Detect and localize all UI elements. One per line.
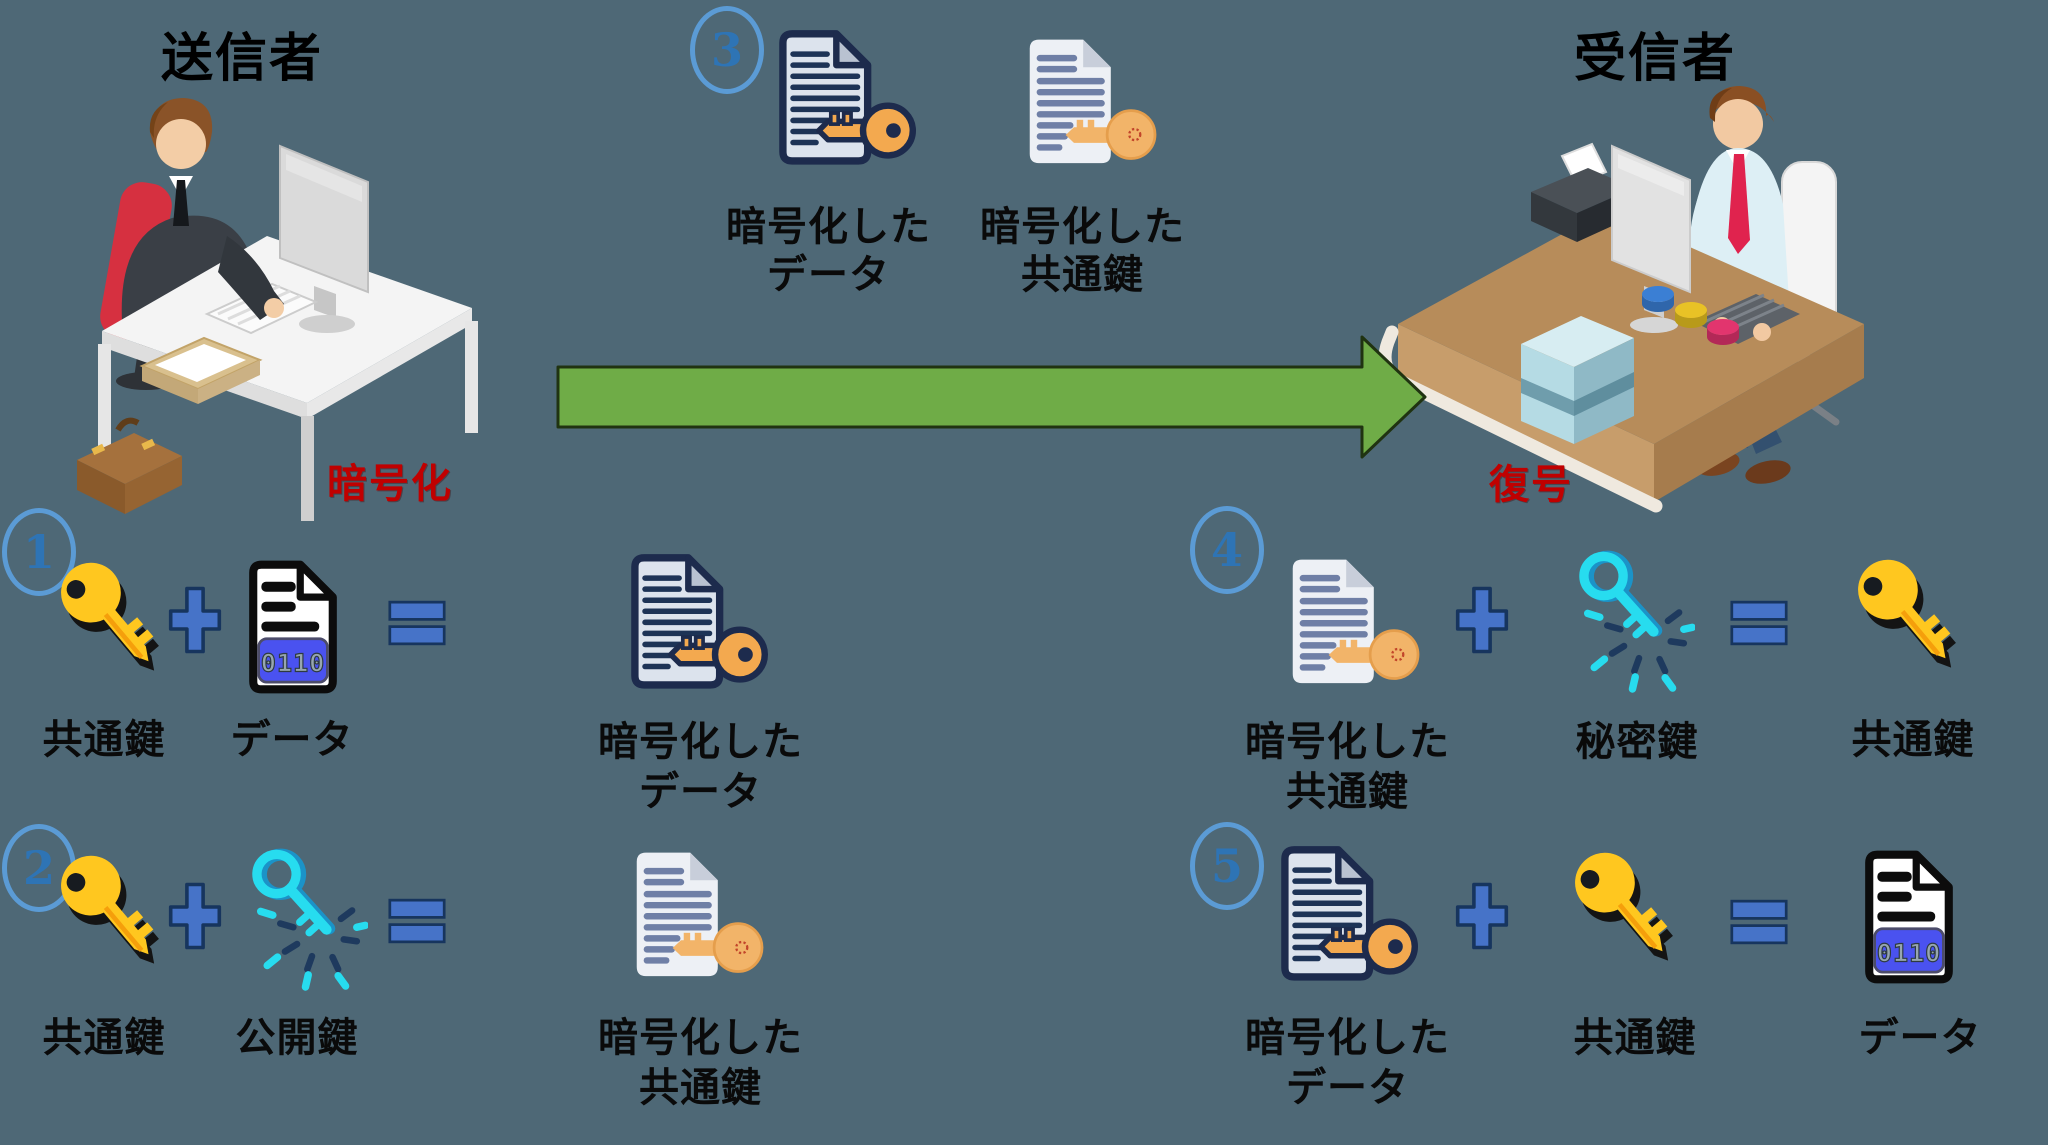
- flow-arrow-icon: [556, 334, 1428, 460]
- encrypted-data-document-icon: [770, 28, 922, 176]
- desk-buttons: [1642, 286, 1739, 345]
- eq1-a-label: 共通鍵: [42, 717, 166, 763]
- eq1-b-label: データ: [230, 717, 354, 763]
- paper-tray: [139, 336, 263, 404]
- typing-arm: [218, 236, 284, 320]
- step-3-badge: 3: [690, 6, 764, 94]
- step-number: 5: [1210, 839, 1243, 893]
- sender-illustration: [77, 98, 478, 521]
- equals-icon: [1730, 897, 1788, 947]
- yellow-key-icon: [1562, 845, 1674, 995]
- yellow-key-icon: [1845, 552, 1957, 702]
- transfer-data-label-line2: データ: [767, 252, 890, 298]
- step-number: 4: [1210, 523, 1243, 577]
- eq2-b-label: 公開鍵: [235, 1015, 359, 1061]
- yellow-key-icon: [48, 848, 160, 998]
- eq1-result-line2: データ: [639, 769, 762, 815]
- yellow-key-icon: [48, 555, 160, 705]
- cyan-key-icon: [1555, 540, 1695, 698]
- step-5-badge: 5: [1190, 822, 1264, 910]
- eq2-result-line1: 暗号化した: [598, 1015, 803, 1061]
- equals-icon: [388, 598, 446, 648]
- sender-title: 送信者: [160, 29, 323, 89]
- encrypted-data-document-icon: [622, 552, 774, 700]
- eq2-result-line2: 共通鍵: [639, 1065, 762, 1111]
- encrypted-data-document-icon: [1272, 844, 1424, 992]
- eq2-a-label: 共通鍵: [42, 1015, 166, 1061]
- cyan-key-icon: [228, 838, 368, 996]
- monitor: [1611, 144, 1691, 333]
- encrypted-key-document-icon: [622, 845, 774, 993]
- step-1-badge: 1: [2, 508, 76, 596]
- briefcase: [77, 417, 182, 514]
- data-document-icon: [1862, 846, 1956, 988]
- data-document-icon: [246, 556, 340, 698]
- plus-icon: [168, 880, 222, 952]
- eq4-result-label: 共通鍵: [1851, 717, 1975, 763]
- receiver-illustration: [1378, 86, 1864, 513]
- eq4-a-line1: 暗号化した: [1245, 719, 1450, 765]
- eq5-a-line2: データ: [1286, 1065, 1409, 1111]
- encrypted-key-document-icon: [1278, 552, 1430, 700]
- eq4-a-line2: 共通鍵: [1286, 769, 1409, 815]
- eq4-b-label: 秘密鍵: [1575, 719, 1699, 765]
- receiver-title: 受信者: [1573, 29, 1736, 89]
- decrypt-label: 復号: [1489, 462, 1573, 508]
- step-4-badge: 4: [1190, 506, 1264, 594]
- step-number: 1: [22, 525, 55, 579]
- plus-icon: [168, 584, 222, 656]
- transfer-data-label-line1: 暗号化した: [726, 204, 931, 250]
- encrypted-key-document-icon: [1015, 32, 1167, 180]
- encrypt-label: 暗号化: [327, 461, 453, 507]
- step-number: 2: [22, 841, 55, 895]
- transfer-key-label-line2: 共通鍵: [1021, 252, 1144, 298]
- monitor: [279, 144, 369, 333]
- drawer-unit: [1521, 316, 1634, 444]
- equals-icon: [388, 896, 446, 946]
- transfer-key-label-line1: 暗号化した: [980, 204, 1185, 250]
- eq5-result-label: データ: [1858, 1015, 1982, 1061]
- eq5-b-label: 共通鍵: [1573, 1015, 1697, 1061]
- eq5-a-line1: 暗号化した: [1245, 1015, 1450, 1061]
- step-number: 3: [710, 23, 743, 77]
- equals-icon: [1730, 598, 1788, 648]
- eq1-result-line1: 暗号化した: [598, 719, 803, 765]
- plus-icon: [1455, 880, 1509, 952]
- plus-icon: [1455, 584, 1509, 656]
